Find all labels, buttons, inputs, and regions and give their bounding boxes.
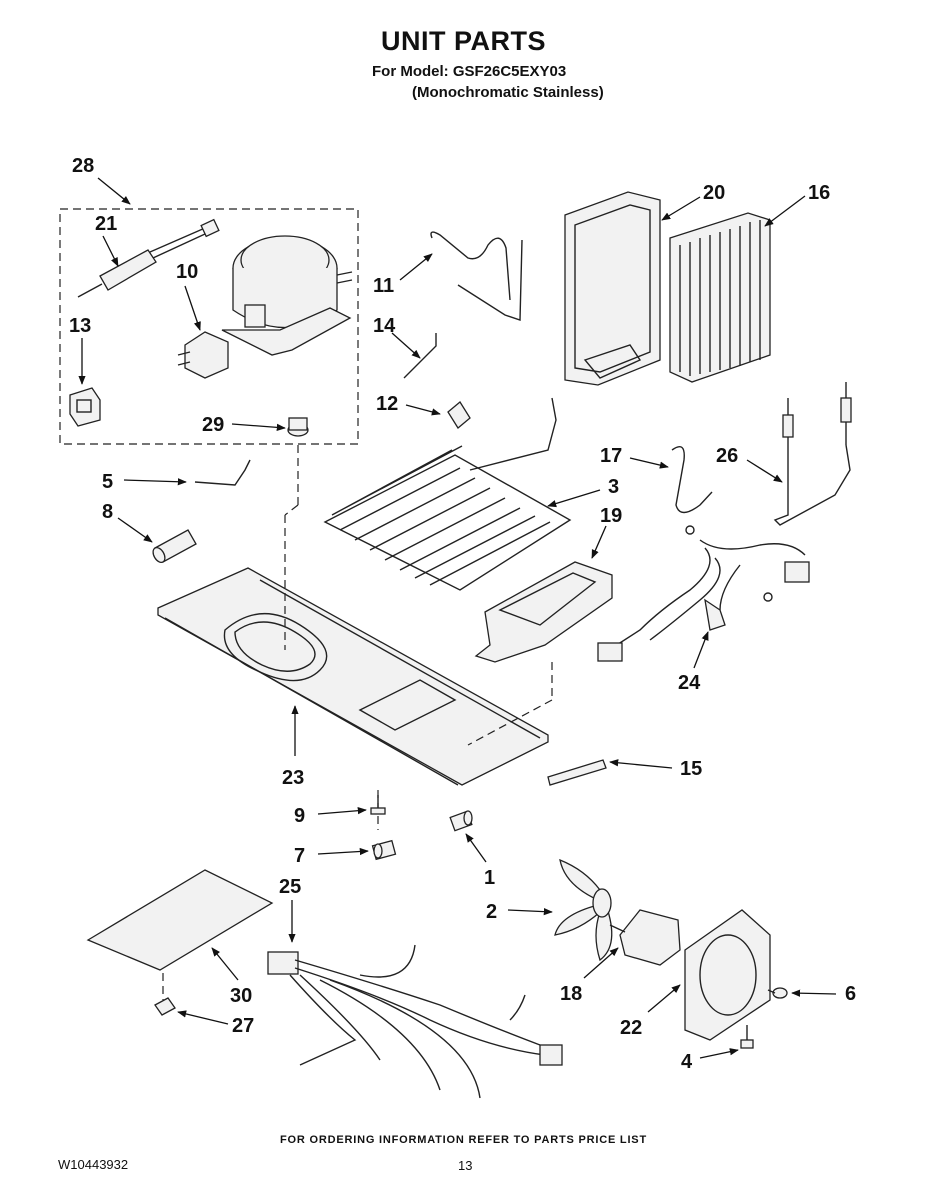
relay-part xyxy=(177,331,229,379)
leader-26 xyxy=(746,459,783,483)
callout-25: 25 xyxy=(279,876,301,898)
screw-part xyxy=(767,987,788,999)
leader-29 xyxy=(231,423,286,432)
insulation-sheet-part xyxy=(86,869,274,971)
callout-26: 26 xyxy=(716,445,738,467)
leader-28 xyxy=(97,177,131,205)
callout-24: 24 xyxy=(678,672,701,694)
sleeve-part xyxy=(152,529,197,564)
grommet-part xyxy=(287,417,309,437)
screw-part xyxy=(740,1025,754,1049)
retainer-clip-part xyxy=(154,997,176,1016)
callout-4: 4 xyxy=(681,1051,693,1073)
bushing-part xyxy=(449,810,473,832)
model-line: For Model: GSF26C5EXY03 xyxy=(372,63,567,80)
leader-20 xyxy=(661,196,701,221)
callout-6: 6 xyxy=(845,983,856,1005)
callout-23: 23 xyxy=(282,767,304,789)
leader-1 xyxy=(465,833,487,863)
document-number: W10443932 xyxy=(58,1157,129,1172)
page-number: 13 xyxy=(458,1158,473,1173)
callout-12: 12 xyxy=(376,393,398,415)
leader-5 xyxy=(123,478,187,486)
callout-29: 29 xyxy=(202,414,224,436)
callout-14: 14 xyxy=(373,315,396,337)
leader-21 xyxy=(102,235,119,267)
compressor-part xyxy=(221,235,353,356)
leader-8 xyxy=(117,517,153,543)
screw-part xyxy=(370,795,386,815)
page-title: UNIT PARTS xyxy=(381,26,546,56)
callout-1: 1 xyxy=(484,867,495,889)
main-wire-harness-part xyxy=(597,525,810,662)
evaporator-part xyxy=(669,212,771,383)
condenser-coil-part xyxy=(323,445,572,591)
callout-21: 21 xyxy=(95,213,117,235)
callout-11: 11 xyxy=(373,275,394,297)
reference-line xyxy=(467,699,553,746)
leader-6 xyxy=(791,989,837,997)
clip-part xyxy=(447,401,471,429)
compressor-wire-harness-part xyxy=(267,944,563,1099)
fan-shroud-part xyxy=(684,909,771,1041)
leader-18 xyxy=(583,947,619,979)
callout-7: 7 xyxy=(294,845,305,867)
callout-5: 5 xyxy=(102,471,113,493)
callout-3: 3 xyxy=(608,476,619,498)
callout-30: 30 xyxy=(230,985,252,1007)
leader-4 xyxy=(699,1048,739,1059)
callout-22: 22 xyxy=(620,1017,642,1039)
callout-16: 16 xyxy=(808,182,830,204)
callout-28: 28 xyxy=(72,155,94,177)
leader-9 xyxy=(317,807,367,815)
compressor-assembly-box xyxy=(59,208,359,445)
callout-18: 18 xyxy=(560,983,582,1005)
fan-blade-part xyxy=(554,858,613,962)
leader-16 xyxy=(764,195,806,227)
variant-line: (Monochromatic Stainless) xyxy=(412,84,604,101)
callout-15: 15 xyxy=(680,758,702,780)
drier-part xyxy=(77,218,220,298)
reference-line xyxy=(284,504,299,516)
leader-10 xyxy=(184,285,201,331)
leader-27 xyxy=(177,1010,229,1025)
leader-24 xyxy=(693,631,709,669)
ordering-note: FOR ORDERING INFORMATION REFER TO PARTS … xyxy=(280,1134,647,1146)
leader-11 xyxy=(399,253,433,281)
callout-9: 9 xyxy=(294,805,305,827)
callout-20: 20 xyxy=(703,182,725,204)
wire-harness-small-part xyxy=(671,446,713,514)
fan-motor-part xyxy=(609,909,681,966)
bracket-wire-part xyxy=(469,397,557,471)
leader-3 xyxy=(547,489,601,508)
condenser-tube-part xyxy=(430,231,523,321)
callout-2: 2 xyxy=(486,901,497,923)
leader-17 xyxy=(629,457,669,469)
suction-tube-part xyxy=(773,382,852,526)
callout-10: 10 xyxy=(176,261,198,283)
leader-7 xyxy=(317,847,369,856)
callout-17: 17 xyxy=(600,445,622,467)
leader-14 xyxy=(391,332,421,359)
cable-tie-part xyxy=(547,759,607,786)
callout-27: 27 xyxy=(232,1015,254,1037)
clip-wire-part xyxy=(194,459,251,486)
leader-12 xyxy=(405,404,441,416)
callout-19: 19 xyxy=(600,505,622,527)
evaporator-housing-part xyxy=(564,191,661,386)
leader-22 xyxy=(647,984,681,1013)
leader-15 xyxy=(609,759,673,769)
callout-13: 13 xyxy=(69,315,91,337)
short-tube-part xyxy=(403,333,437,379)
callout-8: 8 xyxy=(102,501,113,523)
start-device-part xyxy=(69,387,101,427)
leader-30 xyxy=(211,947,239,981)
grommet-small-part xyxy=(371,839,397,861)
base-plate-part xyxy=(157,567,549,786)
drain-pan-part xyxy=(474,561,613,663)
leader-2 xyxy=(507,907,553,916)
leader-19 xyxy=(591,525,607,559)
